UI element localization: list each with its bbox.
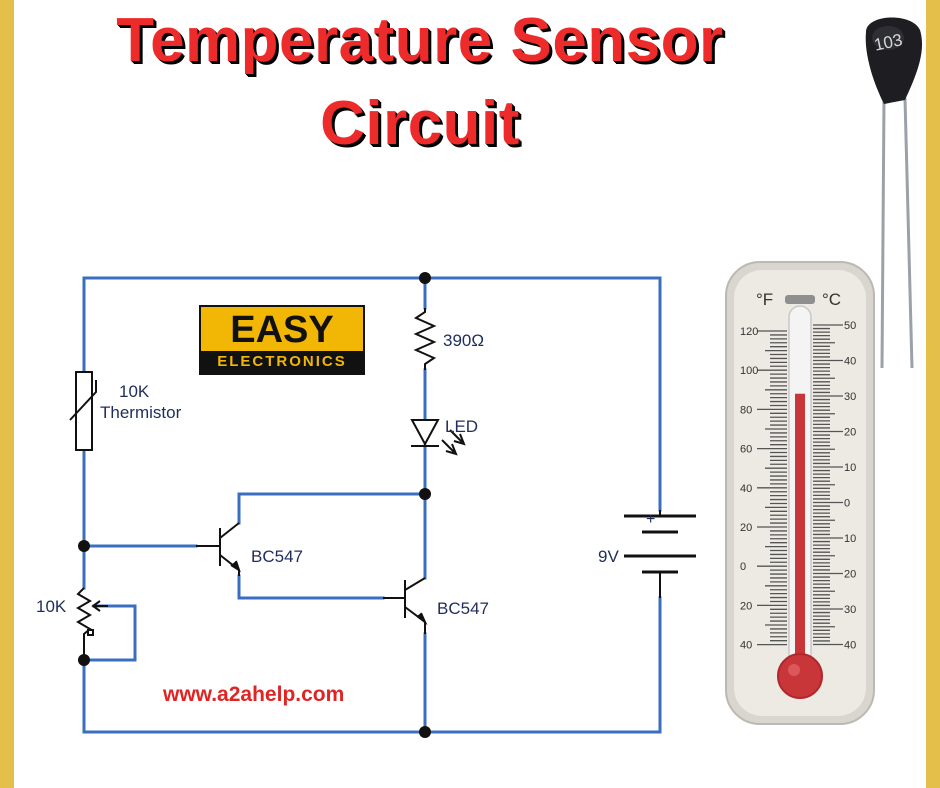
fahrenheit-tick-label: 120 (740, 326, 758, 338)
fahrenheit-tick-label: 60 (740, 444, 752, 456)
fahrenheit-tick-label: 20 (740, 522, 752, 534)
thermistor-part-illustration: 103 (865, 17, 923, 369)
transistor-q2-symbol (383, 577, 428, 634)
fahrenheit-tick-label: 0 (740, 561, 746, 573)
wire-q1-emitter (237, 574, 385, 600)
mercury-column (795, 393, 805, 671)
junction-dot (419, 726, 431, 738)
celsius-tick-label: 40 (844, 356, 856, 368)
battery-plus-label: + (646, 511, 655, 528)
easy-electronics-logo: EASY ELECTRONICS (199, 305, 365, 375)
fahrenheit-tick-label: 100 (740, 365, 758, 377)
junction-dot (419, 488, 431, 500)
celsius-tick-label: 30 (844, 604, 856, 616)
battery-label: 9V (598, 547, 619, 566)
logo-text-easy: EASY (230, 309, 334, 351)
thermistor-value-label: 10K (119, 382, 150, 401)
thermometer-illustration (725, 261, 875, 725)
wire-q1-collector (237, 492, 427, 525)
website-url: www.a2ahelp.com (163, 683, 345, 706)
celsius-tick-label: 0 (844, 498, 850, 510)
thermistor-name-label: Thermistor (100, 403, 182, 422)
page-title-line-1: Temperature Sensor (116, 6, 724, 75)
transistor-q1-symbol (196, 522, 241, 576)
celsius-tick-label: 50 (844, 320, 856, 332)
celsius-tick-label: 20 (844, 569, 856, 581)
fahrenheit-tick-label: 80 (740, 404, 752, 416)
transistor-q1-label: BC547 (251, 547, 303, 566)
celsius-tick-label: 10 (844, 533, 856, 545)
potentiometer-symbol (76, 587, 108, 660)
wire-pot-loop (82, 604, 137, 662)
battery-symbol (624, 510, 696, 598)
logo-text-electronics: ELECTRONICS (201, 351, 363, 373)
led-label: LED (445, 417, 478, 436)
fahrenheit-tick-label: 20 (740, 600, 752, 612)
thermometer-unit-f: °F (756, 290, 773, 309)
transistor-q2-label: BC547 (437, 599, 489, 618)
celsius-tick-label: 10 (844, 462, 856, 474)
celsius-tick-label: 40 (844, 640, 856, 652)
thermistor-symbol (69, 371, 97, 451)
fahrenheit-tick-label: 40 (740, 483, 752, 495)
led-symbol (410, 419, 466, 456)
celsius-tick-label: 30 (844, 391, 856, 403)
fahrenheit-tick-label: 40 (740, 640, 752, 652)
junction-dot (78, 540, 90, 552)
resistor-label: 390Ω (443, 331, 484, 350)
thermometer-unit-c: °C (822, 290, 841, 309)
potentiometer-label: 10K (36, 597, 67, 616)
resistor-symbol (413, 308, 437, 370)
celsius-tick-label: 20 (844, 427, 856, 439)
page-title-line-2: Circuit (320, 89, 520, 158)
junction-dot (419, 272, 431, 284)
